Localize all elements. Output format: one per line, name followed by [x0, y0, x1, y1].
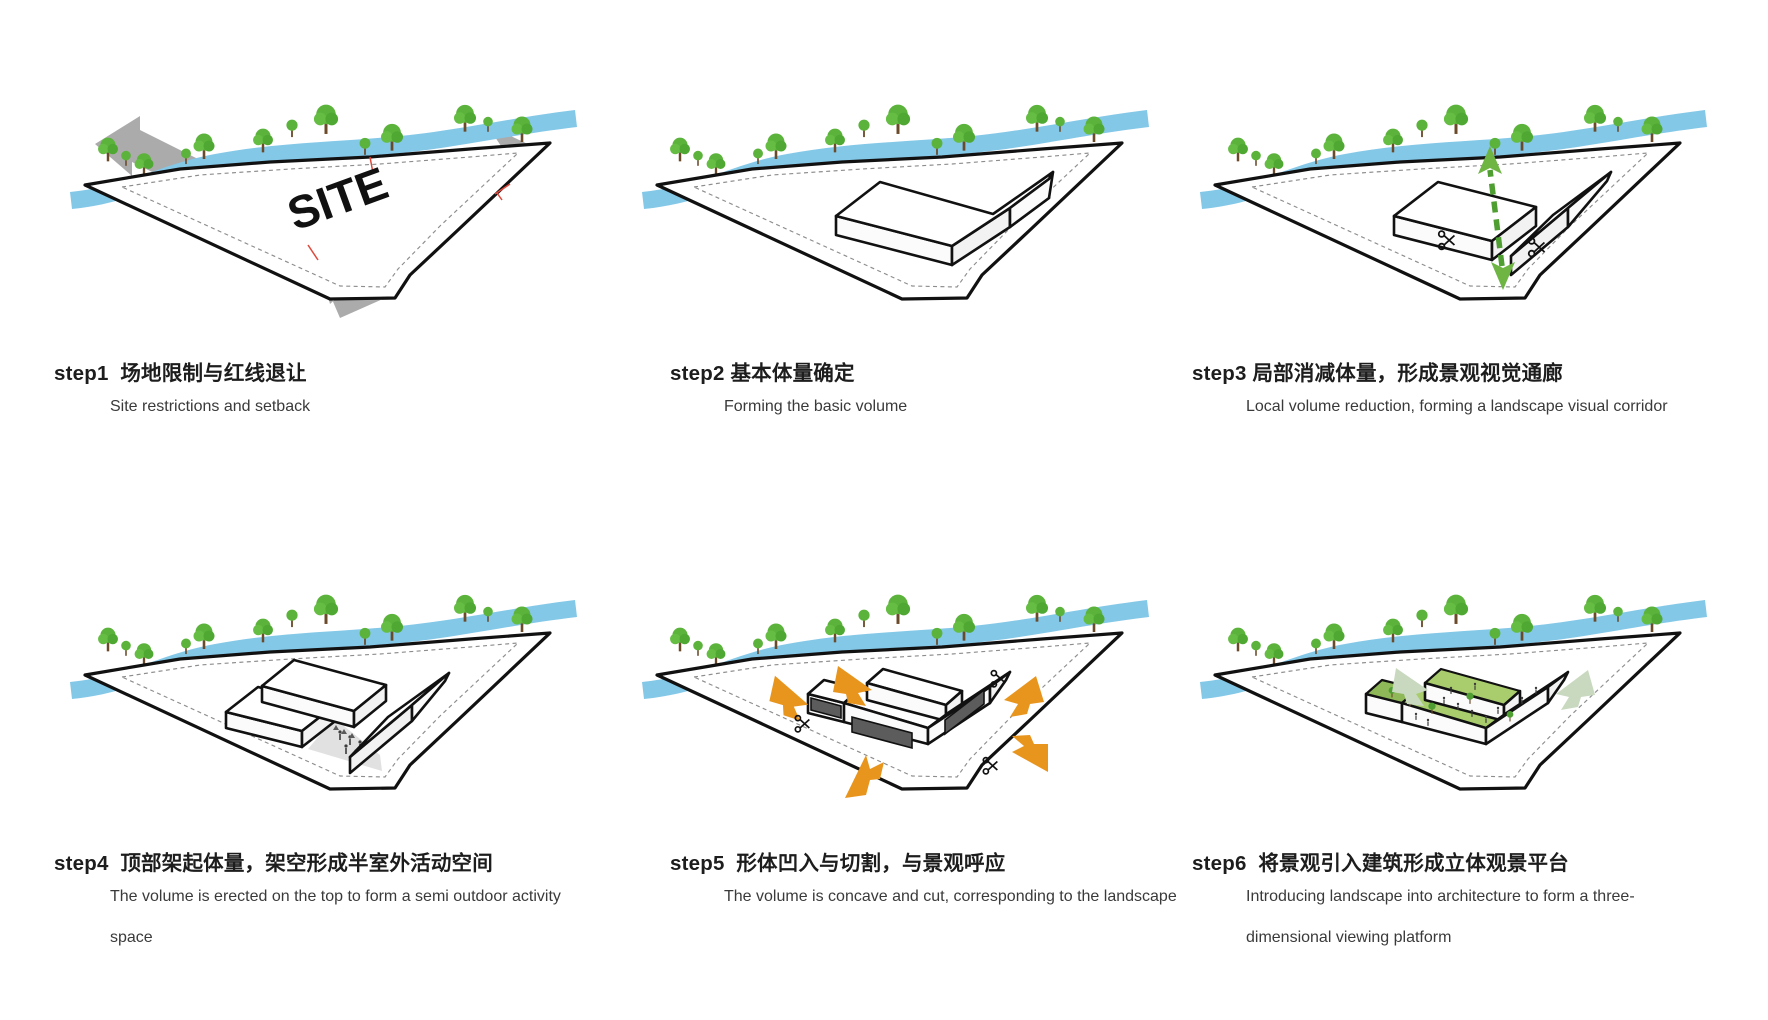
- carved-volume: [806, 667, 1012, 750]
- setback-line: [692, 642, 1092, 778]
- site-boundary: [83, 141, 552, 301]
- orange-push-arrows: [769, 666, 1048, 798]
- caption-title-en: Site restrictions and setback: [110, 398, 311, 415]
- caption-title-en: Introducing landscape into architecture …: [1246, 888, 1635, 946]
- basic-volume: [834, 170, 1055, 267]
- panel-step5: step5 形体凹入与切割，与景观呼应 The volume is concav…: [612, 508, 1177, 998]
- panel-step3: step3 局部消减体量，形成景观视觉通廊 Local volume reduc…: [1170, 18, 1735, 508]
- caption-title-en: The volume is erected on the top to form…: [110, 888, 561, 946]
- river-and-trees: [642, 104, 1149, 209]
- caption-title-cn: step2 基本体量确定: [670, 362, 855, 385]
- setback-red-marks: [307, 156, 511, 261]
- caption-title-cn: step5 形体凹入与切割，与景观呼应: [670, 852, 1006, 875]
- scissors-icon-left: [1437, 230, 1456, 251]
- caption-title-cn: step4 顶部架起体量，架空形成半室外活动空间: [54, 852, 493, 875]
- soft-green-down-arrows: [1392, 668, 1595, 710]
- figure-step2: [642, 104, 1149, 301]
- figure-step5: [642, 594, 1149, 798]
- panel-step6: step6 将景观引入建筑形成立体观景平台 Introducing landsc…: [1170, 508, 1735, 1018]
- caption-step1: step1 场地限制与红线退让 Site restrictions and se…: [40, 356, 605, 427]
- setback-line: [1250, 642, 1650, 778]
- panel-step1: SITE step1 场地限制与红线退让 Site restrictions a…: [40, 18, 605, 508]
- setback-line: [1250, 152, 1650, 288]
- caption-title-en: Local volume reduction, forming a landsc…: [1246, 398, 1668, 415]
- caption-step4: step4 顶部架起体量，架空形成半室外活动空间 The volume is e…: [40, 846, 605, 958]
- panel-step2: step2 基本体量确定 Forming the basic volume: [612, 18, 1177, 508]
- elevated-bar: [260, 658, 388, 729]
- figure-step1: SITE: [70, 104, 577, 318]
- caption-title-cn: step6 将景观引入建筑形成立体观景平台: [1192, 852, 1569, 875]
- green-roof-volume: [1364, 667, 1570, 746]
- river-and-trees: [1200, 594, 1707, 699]
- lower-bar-left: [224, 685, 336, 749]
- setback-line: [120, 152, 520, 288]
- caption-title-cn: step3 局部消减体量，形成景观视觉通廊: [1192, 362, 1563, 385]
- caption-title-en: Forming the basic volume: [724, 398, 908, 415]
- setback-line: [692, 152, 1092, 288]
- lower-bar-right: [348, 671, 451, 775]
- caption-step2: step2 基本体量确定 Forming the basic volume: [612, 356, 1177, 427]
- figure-step3: [1200, 104, 1707, 301]
- caption-title-en: The volume is concave and cut, correspon…: [724, 888, 1177, 905]
- scissors-icon-right: [1527, 237, 1546, 258]
- river-and-trees: [70, 104, 577, 209]
- river-and-trees: [1200, 104, 1707, 209]
- caption-step3: step3 局部消减体量，形成景观视觉通廊 Local volume reduc…: [1170, 356, 1735, 427]
- caption-step5: step5 形体凹入与切割，与景观呼应 The volume is concav…: [612, 846, 1177, 917]
- view-corridor-arrow: [1478, 146, 1515, 290]
- figure-step4: [70, 594, 577, 791]
- panel-step4: step4 顶部架起体量，架空形成半室外活动空间 The volume is e…: [40, 508, 605, 1018]
- river-and-trees: [642, 594, 1149, 699]
- river-and-trees: [70, 594, 577, 699]
- figure-step6: [1200, 594, 1707, 791]
- scissors-icon-c: [982, 756, 998, 775]
- reduced-volumes: [1392, 170, 1613, 277]
- setback-line: [120, 642, 520, 778]
- caption-title-cn: step1 场地限制与红线退让: [54, 362, 307, 385]
- scissors-icon-b: [990, 669, 1006, 688]
- caption-step6: step6 将景观引入建筑形成立体观景平台 Introducing landsc…: [1170, 846, 1735, 958]
- scissors-icon-a: [794, 714, 810, 733]
